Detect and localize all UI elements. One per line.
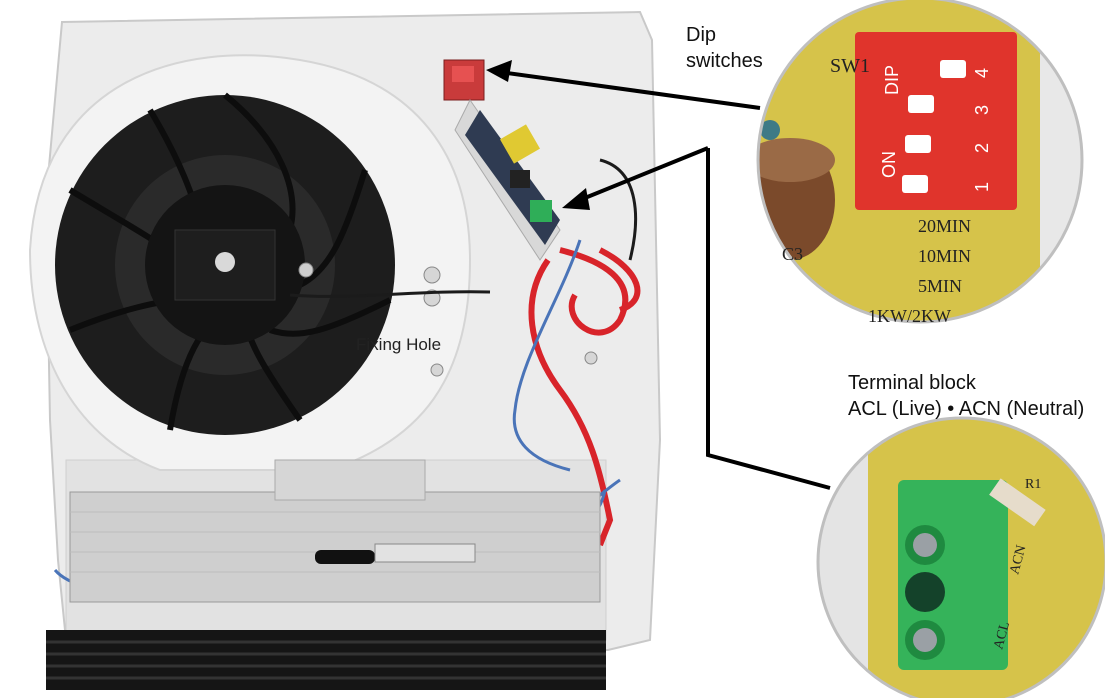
red-wires [528, 247, 641, 547]
capacitor-label: C3 [782, 244, 803, 264]
dip-number-1: 1 [972, 182, 992, 192]
fan-impeller-icon [55, 92, 395, 435]
arrowheads [486, 60, 590, 210]
board-label-20min: 20MIN [918, 216, 971, 236]
terminal-callout-line1: Terminal block [848, 372, 976, 394]
terminal-block-callout: Terminal block ACL (Live) • ACN (Neutral… [848, 370, 1084, 422]
dip-number-2: 2 [972, 143, 992, 153]
dip-switches-callout: Dip switches [686, 22, 763, 74]
fixing-hole-label: Fixing Hole [356, 335, 442, 354]
dip-callout-line2: switches [686, 50, 763, 72]
dip-switch-zoom: SW1 DIP ON 4 3 2 1 C3 20MIN 10MIN 5MIN 1… [756, 0, 1084, 326]
board-label-power: 1KW/2KW [868, 306, 951, 326]
dip-title-dip: DIP [882, 65, 902, 95]
terminal-label-acl: ACL [991, 620, 1013, 651]
dip-callout-line1: Dip [686, 24, 717, 46]
terminal-block-zoom: ACL ACN R1 [816, 416, 1105, 698]
dip-title-on: ON [879, 151, 899, 178]
dip-number-4: 4 [972, 68, 992, 78]
dip-sw1-label: SW1 [830, 55, 870, 77]
front-grille [46, 630, 606, 690]
board-label-5min: 5MIN [918, 276, 962, 296]
heating-element [69, 459, 601, 603]
black-wires [289, 158, 638, 298]
dip-number-3: 3 [972, 105, 992, 115]
control-pcb [443, 59, 561, 261]
terminal-label-acn: ACN [1007, 544, 1029, 576]
terminal-callout-line2: ACL (Live) • ACN (Neutral) [848, 398, 1085, 420]
resistor-label: R1 [1025, 477, 1041, 492]
callout-arrows [499, 70, 831, 490]
board-label-10min: 10MIN [918, 246, 971, 266]
